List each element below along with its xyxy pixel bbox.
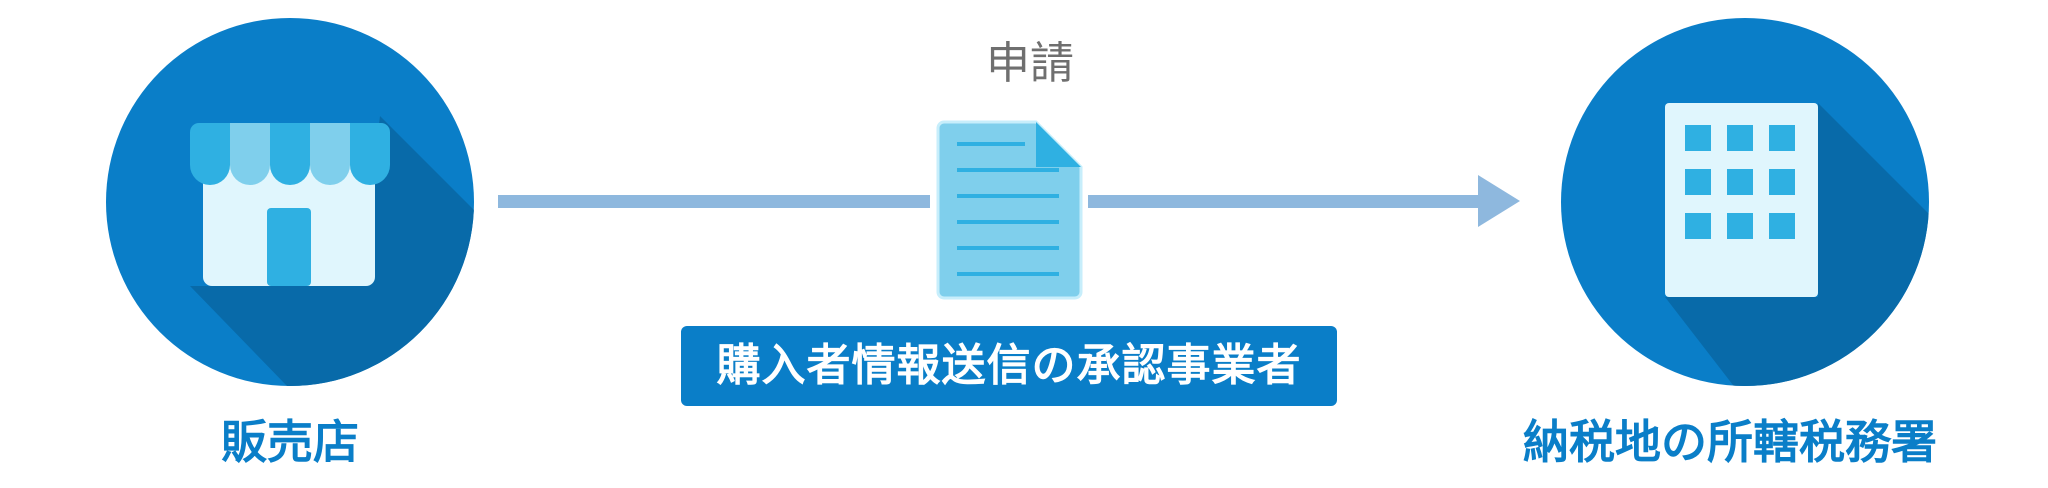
arrow-line-right	[1088, 195, 1488, 208]
business-badge-text: 購入者情報送信の承認事業者	[716, 340, 1302, 391]
shop-label: 販売店	[221, 415, 359, 469]
document-icon	[936, 120, 1083, 300]
building-icon	[1665, 103, 1818, 297]
shop-node	[106, 18, 474, 386]
flow-arrow	[498, 175, 1520, 227]
tax-office-node	[1561, 18, 1929, 386]
shop-icon	[190, 123, 390, 286]
tax-office-label: 納税地の所轄税務署	[1523, 415, 1937, 469]
business-badge: 購入者情報送信の承認事業者	[681, 326, 1337, 406]
flow-label: 申請	[986, 38, 1074, 89]
arrow-head	[1478, 175, 1520, 227]
arrow-line-left	[498, 195, 930, 208]
